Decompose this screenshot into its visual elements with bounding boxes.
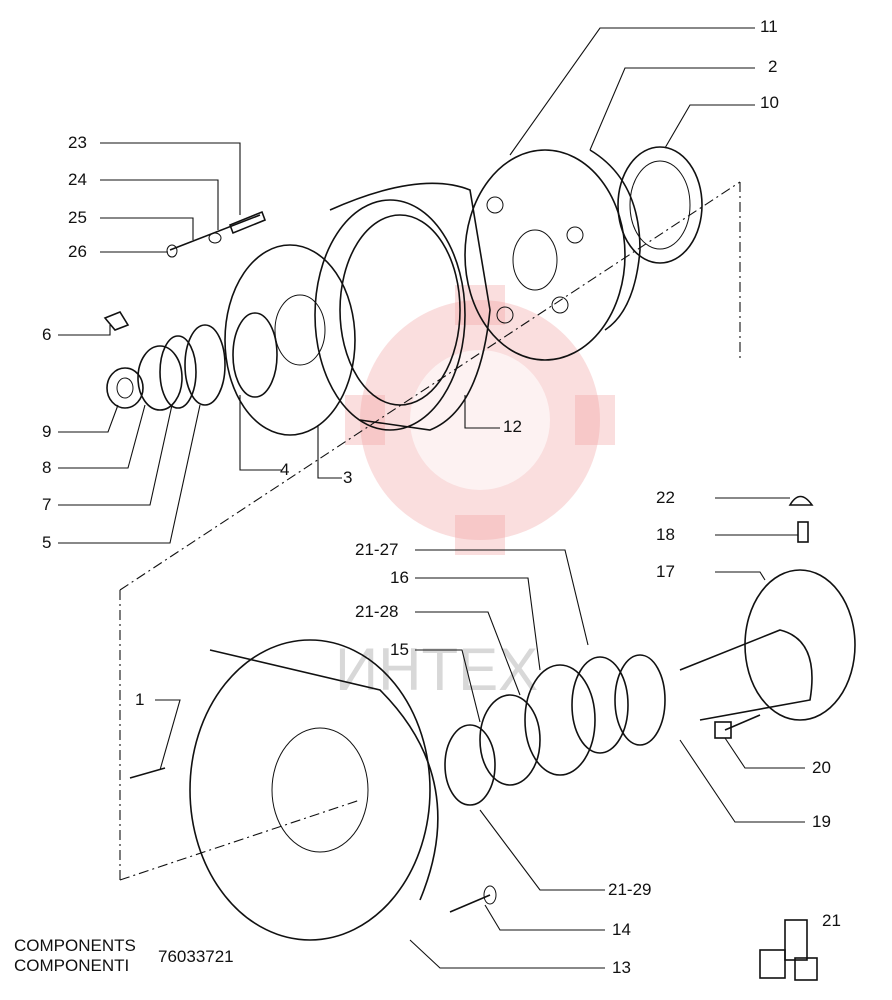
callout-21: 21 — [822, 911, 841, 930]
leader-12 — [464, 395, 500, 429]
axis-line-lower — [119, 799, 361, 881]
callout-16: 16 — [390, 568, 409, 587]
axis-line-upper — [119, 181, 741, 591]
callout-15: 15 — [390, 640, 409, 659]
leader-25 — [100, 217, 194, 240]
leader-14 — [484, 904, 605, 931]
callout-26: 26 — [68, 242, 87, 261]
leader-1 — [155, 699, 181, 771]
bearing-5 — [184, 324, 226, 406]
leader-4 — [239, 395, 282, 471]
callout-25: 25 — [68, 208, 87, 227]
leader-8 — [58, 404, 146, 469]
callout-21-27: 21-27 — [355, 540, 398, 559]
leader-9 — [58, 404, 119, 433]
callout-7: 7 — [42, 495, 51, 514]
callout-11: 11 — [760, 17, 778, 36]
callout-24: 24 — [68, 170, 87, 189]
leader-11 — [509, 27, 755, 156]
callout-8: 8 — [42, 458, 51, 477]
bearing-10 — [617, 146, 703, 264]
leader-2 — [589, 67, 755, 151]
seal-21-28-21-27 — [571, 654, 666, 754]
callout-10: 10 — [760, 93, 779, 112]
leader-21-29 — [479, 809, 605, 891]
callout-12: 12 — [503, 417, 522, 436]
callout-23: 23 — [68, 133, 87, 152]
watermark-gear-logo — [345, 285, 615, 555]
callout-4: 4 — [280, 460, 289, 479]
watermark-text: ИНТЕХ — [335, 636, 538, 703]
callout-1: 1 — [135, 690, 144, 709]
leader-7 — [58, 404, 173, 506]
seal-21-29 — [444, 724, 496, 806]
callout-9: 9 — [42, 422, 51, 441]
leader-16 — [415, 577, 541, 671]
callout-14: 14 — [612, 920, 631, 939]
callout-2: 2 — [768, 57, 777, 76]
spindle-17 — [679, 569, 856, 721]
leader-21-28 — [415, 611, 521, 696]
bolt-20 — [714, 714, 761, 739]
shim-4 — [232, 312, 278, 398]
grease-fitting-18 — [797, 521, 809, 543]
callout-19: 19 — [812, 812, 831, 831]
leader-3 — [317, 425, 342, 479]
pin-1 — [129, 767, 166, 779]
hub-13 — [189, 639, 439, 941]
callout-21-29: 21-29 — [608, 880, 651, 899]
planet-carrier-11 — [464, 149, 626, 361]
caption-line-1: COMPONENTS — [14, 936, 136, 955]
callout-13: 13 — [612, 958, 631, 977]
callout-22: 22 — [656, 488, 675, 507]
leader-10 — [664, 104, 755, 149]
ring-gear-12 — [314, 182, 491, 431]
seal-7 — [159, 335, 197, 409]
leader-23 — [100, 142, 241, 215]
callout-5: 5 — [42, 533, 51, 552]
nut-9 — [106, 367, 144, 409]
callout-3: 3 — [343, 468, 352, 487]
spring-23-pin-24-plunger-25-screw-26 — [166, 210, 267, 258]
caption-line-2: COMPONENTI — [14, 956, 130, 975]
callout-6: 6 — [42, 325, 51, 344]
bearing-8 — [137, 345, 183, 411]
callout-18: 18 — [656, 525, 675, 544]
callout-20: 20 — [812, 758, 831, 777]
stud-14 — [449, 885, 497, 913]
flange-3 — [224, 244, 356, 436]
leader-17 — [715, 571, 766, 581]
leader-5 — [58, 404, 201, 544]
snap-ring-2 — [589, 149, 641, 331]
cap-22 — [788, 495, 814, 506]
bearing-16 — [524, 664, 596, 776]
callout-17: 17 — [656, 562, 675, 581]
leader-6 — [58, 325, 111, 336]
caption-block: COMPONENTS COMPONENTI — [14, 936, 136, 976]
leader-13 — [409, 939, 605, 969]
leader-20 — [724, 737, 805, 769]
callout-21-28: 21-28 — [355, 602, 398, 621]
bearing-15 — [479, 694, 541, 786]
caption-code: 76033721 — [158, 947, 234, 966]
leader-19 — [679, 739, 805, 823]
leader-24 — [100, 179, 219, 230]
leader-15 — [415, 649, 481, 723]
leader-21-27 — [415, 549, 589, 646]
kit-21-illustration — [759, 919, 818, 981]
clip-6 — [103, 311, 130, 331]
